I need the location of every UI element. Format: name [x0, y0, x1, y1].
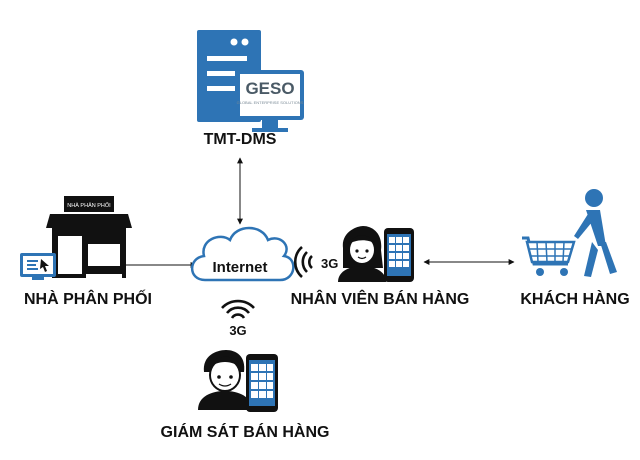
computer-icon [20, 253, 56, 280]
monitor-icon: GESO GLOBAL ENTERPRISE SOLUTIONS [236, 70, 304, 132]
geso-logo: GESO [245, 79, 294, 98]
supervisor-signal-label: 3G [229, 323, 246, 338]
shopping-cart-icon [522, 236, 576, 276]
customer-label: KHÁCH HÀNG [520, 291, 630, 308]
server-label: TMT-DMS [203, 131, 277, 148]
salesperson-label: NHÂN VIÊN BÁN HÀNG [290, 291, 470, 308]
store-sign: NHÀ PHÂN PHỐI [67, 202, 111, 209]
store-icon: NHÀ PHÂN PHỐI [46, 196, 132, 278]
supervisor-phone-icon [246, 354, 278, 412]
person-icon [338, 226, 386, 282]
supervisor-wifi-icon [221, 299, 255, 319]
geso-tagline: GLOBAL ENTERPRISE SOLUTIONS [237, 100, 304, 105]
supervisor-person-icon [198, 350, 252, 410]
cloud-icon [190, 226, 295, 282]
customer-person-icon [574, 189, 617, 277]
phone-icon [384, 228, 414, 282]
wifi-icon [293, 246, 313, 278]
salesperson-signal-label: 3G [321, 256, 338, 271]
supervisor-label: GIÁM SÁT BÁN HÀNG [160, 424, 330, 441]
cloud-label: Internet [212, 259, 267, 276]
distributor-label: NHÀ PHÂN PHỐI [23, 291, 153, 308]
